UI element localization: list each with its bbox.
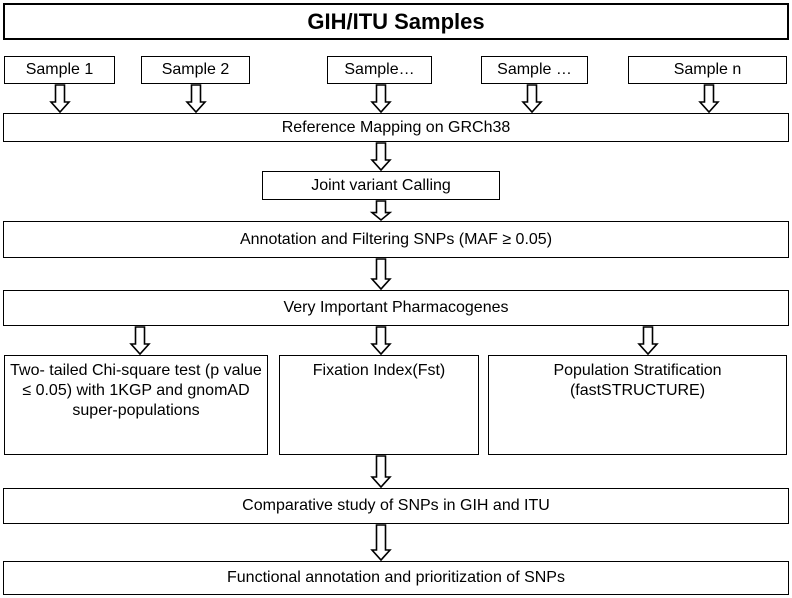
arrow-sample-4 xyxy=(521,84,543,114)
arrow-to-comparative xyxy=(370,455,392,489)
arrow-to-stratification xyxy=(637,326,659,356)
functional-annotation-box: Functional annotation and prioritization… xyxy=(3,561,789,595)
pharmacogenes-box: Very Important Pharmacogenes xyxy=(3,290,789,326)
sample-box-3: Sample… xyxy=(327,56,432,84)
arrow-to-chi-square xyxy=(129,326,151,356)
arrow-sample-3 xyxy=(370,84,392,114)
arrow-sample-1 xyxy=(49,84,71,114)
sample-box-n: Sample n xyxy=(628,56,787,84)
arrow-to-fixation-index xyxy=(370,326,392,356)
sample-box-1: Sample 1 xyxy=(4,56,115,84)
arrow-sample-n xyxy=(698,84,720,114)
diagram-title: GIH/ITU Samples xyxy=(3,3,789,40)
sample-box-4: Sample … xyxy=(481,56,588,84)
arrow-to-filtering xyxy=(369,200,393,222)
arrow-to-functional xyxy=(370,524,392,562)
arrow-to-calling xyxy=(370,142,392,172)
arrow-sample-2 xyxy=(185,84,207,114)
annotation-filtering-box: Annotation and Filtering SNPs (MAF ≥ 0.0… xyxy=(3,221,789,258)
comparative-study-box: Comparative study of SNPs in GIH and ITU xyxy=(3,488,789,524)
sample-box-2: Sample 2 xyxy=(141,56,250,84)
chi-square-test-box: Two- tailed Chi-square test (p value ≤ 0… xyxy=(4,355,268,455)
fixation-index-box: Fixation Index(Fst) xyxy=(279,355,479,455)
reference-mapping-box: Reference Mapping on GRCh38 xyxy=(3,113,789,142)
population-stratification-box: Population Stratification (fastSTRUCTURE… xyxy=(488,355,787,455)
joint-variant-calling-box: Joint variant Calling xyxy=(262,171,500,200)
arrow-to-pharmacogenes xyxy=(370,258,392,291)
